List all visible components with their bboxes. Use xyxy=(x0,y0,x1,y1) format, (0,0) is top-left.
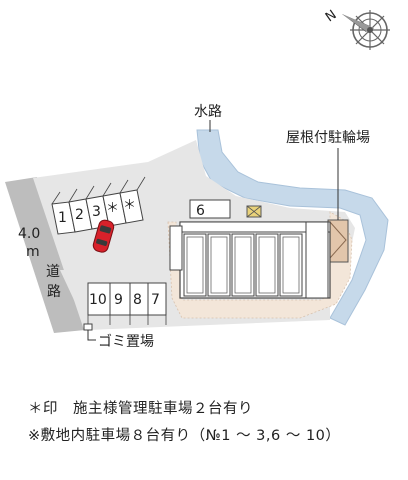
waterway xyxy=(196,129,389,326)
parking-bottom-guides xyxy=(87,315,167,325)
unit xyxy=(183,233,207,297)
parking-bottom xyxy=(87,282,167,316)
garbage-area-marker xyxy=(83,323,93,331)
garbage-label: ゴミ置場 xyxy=(98,333,154,350)
car-icon xyxy=(92,219,115,253)
parking-no-1: 1 xyxy=(58,210,67,226)
road-unit-label: m xyxy=(26,244,40,260)
road-label-char2: 路 xyxy=(47,284,61,300)
building-right-wing xyxy=(305,221,329,299)
parking-no-8: 8 xyxy=(133,292,142,308)
road xyxy=(5,177,85,333)
parking-top xyxy=(51,189,144,235)
unit xyxy=(255,233,279,297)
garbage-leader xyxy=(87,330,96,341)
parking-no-3: 3 xyxy=(92,204,101,220)
unit xyxy=(207,233,231,297)
bike-shelter-label: 屋根付駐輪場 xyxy=(286,129,370,146)
building-left-wing xyxy=(169,225,183,271)
compass-north-label: N xyxy=(323,8,340,26)
road-width-label: 4.0 xyxy=(18,226,40,242)
note-owner-parking: ＊印 施主様管理駐車場２台有り xyxy=(28,401,253,417)
note-onsite-parking: ※敷地内駐車場８台有り（№1 ～ 3,6 ～ 10） xyxy=(28,428,341,444)
parking-bay-5 xyxy=(119,189,144,224)
parking-no-9: 9 xyxy=(114,292,123,308)
parking-owner-4: ＊ xyxy=(106,201,119,216)
parking-no-6: 6 xyxy=(196,203,205,219)
parking-bay-7 xyxy=(147,282,167,316)
parking-bay-6 xyxy=(189,199,231,219)
compass-icon xyxy=(342,10,390,50)
parking-top-guides xyxy=(51,176,146,205)
parking-no-10: 10 xyxy=(89,292,107,308)
building-units xyxy=(183,233,303,297)
bike-shelter-hatch xyxy=(329,221,347,259)
parking-no-7: 7 xyxy=(151,292,160,308)
parking-owner-5: ＊ xyxy=(123,198,136,213)
waterway-label: 水路 xyxy=(194,104,222,120)
parking-no-2: 2 xyxy=(75,207,84,223)
unit-inner-walls xyxy=(186,236,300,294)
unit xyxy=(231,233,255,297)
road-label-char1: 道 xyxy=(46,264,60,280)
unit xyxy=(279,233,303,297)
